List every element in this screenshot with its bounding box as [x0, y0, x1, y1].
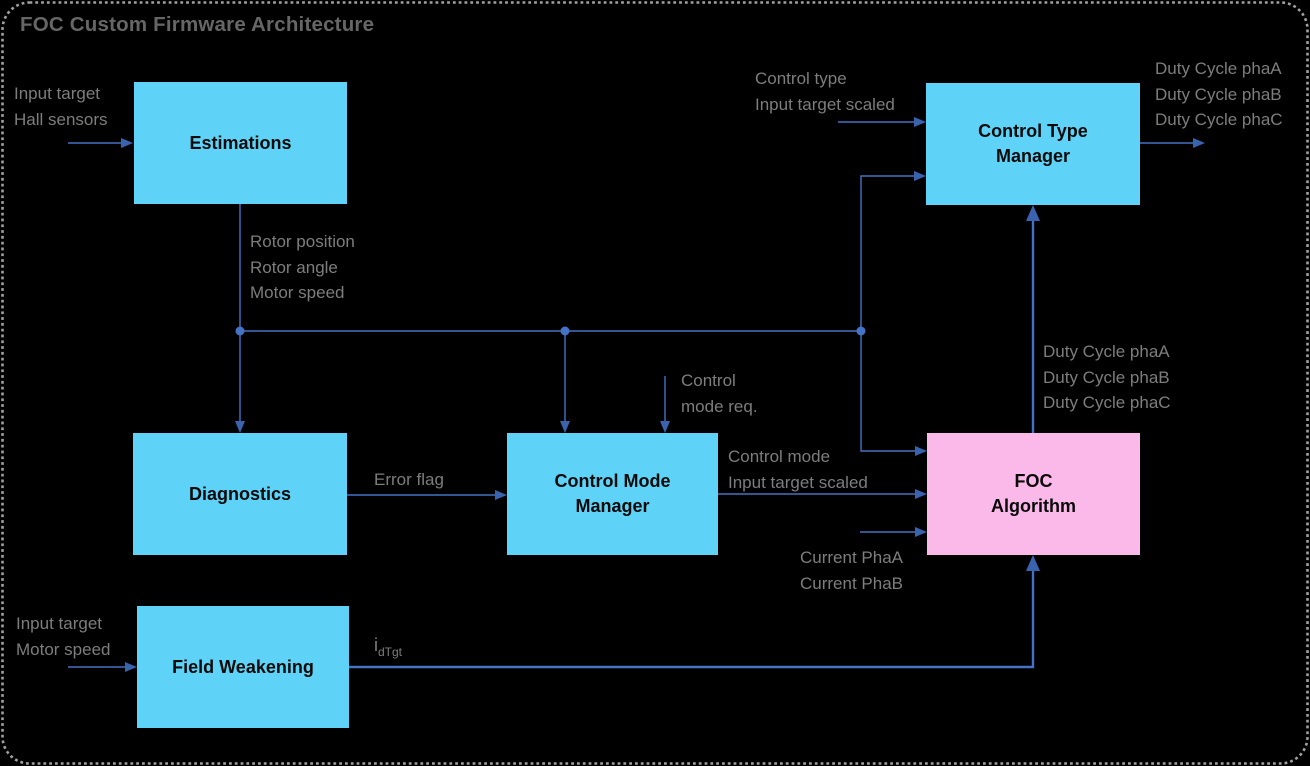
label-error-flag: Error flag — [374, 470, 444, 489]
node-estimations: Estimations — [134, 82, 347, 204]
edge-bus-to-foc-arrowhead-icon — [915, 446, 927, 456]
edge-bus-to-diagnostics-arrowhead-icon — [235, 421, 245, 433]
label-control-type-input-scaled: Control type Input target scaled — [755, 69, 895, 114]
bus-junction-dot-1 — [235, 326, 245, 336]
label-control-mode-req: Control mode req. — [681, 371, 758, 416]
label-control-mode-input-scaled: Control mode Input target scaled — [728, 447, 868, 492]
bus-junction-dot-3 — [856, 326, 866, 336]
node-control-type-manager: Control Type Manager — [926, 83, 1140, 205]
node-control-mode-manager: Control Mode Manager — [507, 433, 718, 555]
edge-bus-to-control-type-mgr-arrowhead-icon — [914, 171, 926, 181]
label-duty-cycle-outputs: Duty Cycle phaA Duty Cycle phaB Duty Cyc… — [1155, 59, 1283, 129]
edge-diagnostics-to-cmm-arrowhead-icon — [495, 490, 507, 500]
edge-currents-to-foc-arrowhead-icon — [915, 527, 927, 537]
edge-bus-to-control-mode-mgr-arrowhead-icon — [560, 421, 570, 433]
label-idtgt-base: i — [374, 635, 378, 655]
bus-junction-dot-2 — [560, 326, 570, 336]
node-field-weakening: Field Weakening — [137, 606, 349, 728]
label-idtgt-subscript: dTgt — [378, 645, 403, 659]
label-current-phases: Current PhaA Current PhaB — [800, 548, 903, 593]
edge-duty-cycle-output-arrowhead-icon — [1193, 138, 1205, 148]
edge-control-mode-req-arrowhead-icon — [660, 421, 670, 433]
edge-field-weakening-to-foc-arrowhead-icon — [1026, 555, 1040, 571]
diagram-title: FOC Custom Firmware Architecture — [20, 13, 375, 36]
label-input-target-hall-sensors: Input target Hall sensors — [14, 84, 108, 129]
edge-bus-to-foc — [860, 331, 915, 452]
node-diagnostics: Diagnostics — [133, 433, 347, 555]
edge-field-weakening-to-foc — [349, 571, 1035, 669]
edge-inputs-to-field-weakening-arrowhead-icon — [125, 662, 137, 672]
edge-inputs-to-estimations-arrowhead-icon — [121, 138, 133, 148]
edge-cmm-to-foc-arrowhead-icon — [915, 489, 927, 499]
node-foc-algorithm: FOC Algorithm — [927, 433, 1140, 555]
edge-foc-to-control-type-mgr-arrowhead-icon — [1026, 205, 1040, 221]
label-rotor-outputs: Rotor position Rotor angle Motor speed — [250, 232, 355, 302]
edge-control-type-input-arrowhead-icon — [914, 117, 926, 127]
label-input-target-motor-speed: Input target Motor speed — [16, 614, 111, 659]
label-idtgt: idTgt — [374, 633, 402, 666]
label-duty-cycle-foc-to-ctm: Duty Cycle phaA Duty Cycle phaB Duty Cyc… — [1043, 342, 1171, 412]
edge-bus-to-control-type-mgr — [860, 175, 914, 331]
